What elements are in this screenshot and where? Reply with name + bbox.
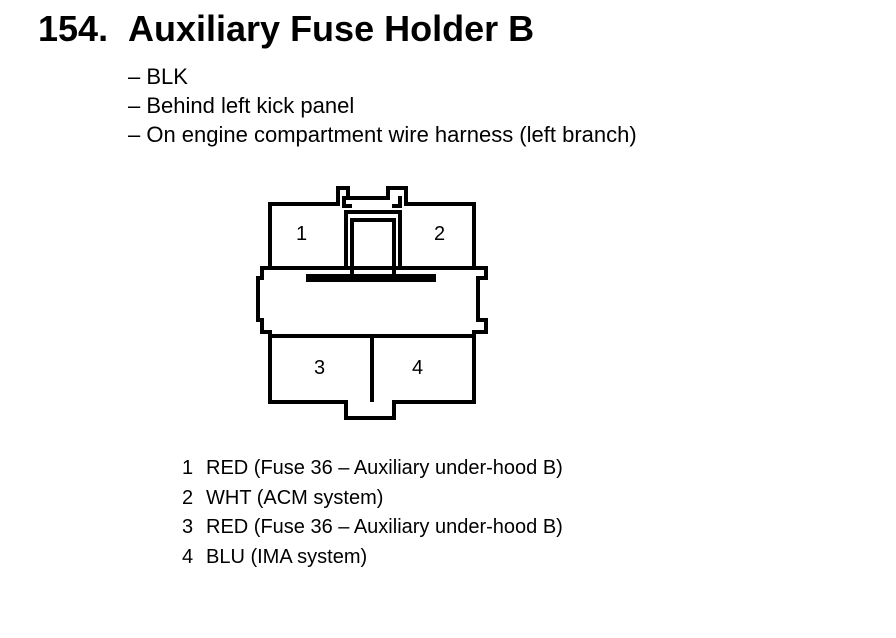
pin-number: 1 xyxy=(182,457,194,479)
cavity-label-2: 2 xyxy=(434,223,445,245)
note-location: – Behind left kick panel xyxy=(128,93,355,118)
list-item: 4 BLU (IMA system) xyxy=(182,543,563,573)
pin-description: RED (Fuse 36 – Auxiliary under-hood B) xyxy=(206,457,563,479)
connector-diagram: 1 2 3 4 xyxy=(256,186,488,420)
pin-description: BLU (IMA system) xyxy=(206,545,368,568)
pin-number: 4 xyxy=(182,545,194,568)
cavity-label-3: 3 xyxy=(314,357,325,379)
keyway-bar xyxy=(306,274,436,282)
connector-housing-outline xyxy=(256,186,488,420)
note-color: – BLK xyxy=(128,64,188,89)
pin-number: 2 xyxy=(182,486,194,509)
pin-description: RED (Fuse 36 – Auxiliary under-hood B) xyxy=(206,516,563,538)
list-item: 1 RED (Fuse 36 – Auxiliary under-hood B) xyxy=(182,454,563,484)
pin-description: WHT (ACM system) xyxy=(206,486,384,509)
page-title: 154. Auxiliary Fuse Holder B xyxy=(38,8,534,50)
latch-slot xyxy=(344,210,402,268)
component-notes: – BLK – Behind left kick panel – On engi… xyxy=(128,62,637,149)
list-item: 3 RED (Fuse 36 – Auxiliary under-hood B) xyxy=(182,513,563,543)
cavity-label-4: 4 xyxy=(412,357,423,379)
component-name: Auxiliary Fuse Holder B xyxy=(128,8,535,49)
note-harness: – On engine compartment wire harness (le… xyxy=(128,122,637,147)
cavity-label-1: 1 xyxy=(296,223,307,245)
list-item: 2 WHT (ACM system) xyxy=(182,484,563,514)
component-number: 154. xyxy=(38,8,109,49)
top-tab-detail xyxy=(342,196,402,208)
pin-number: 3 xyxy=(182,516,194,538)
latch-slot-inner xyxy=(350,218,396,276)
pin-assignment-list: 1 RED (Fuse 36 – Auxiliary under-hood B)… xyxy=(182,454,563,572)
